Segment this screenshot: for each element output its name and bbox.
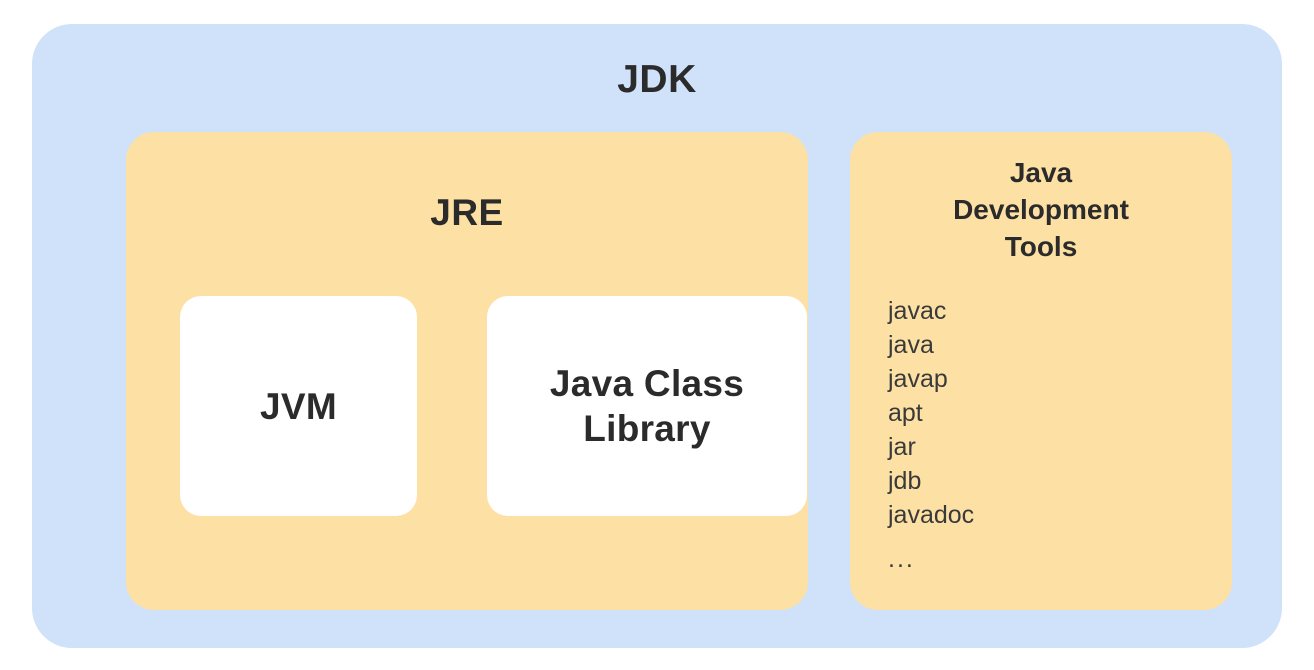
tools-list-item: apt [888, 399, 923, 427]
java-class-library-label: Java Class Library [542, 361, 752, 451]
jre-title: JRE [430, 192, 504, 233]
tools-list-item: java [888, 331, 934, 359]
java-class-library-box: Java Class Library [487, 296, 807, 516]
jdt-title-line-3: Tools [1004, 231, 1078, 262]
java-class-library-label-line-2: Library [583, 408, 711, 449]
jvm-box: JVM [180, 296, 417, 516]
java-development-tools-container: Java Development Tools javac java javap … [850, 132, 1232, 610]
jdk-title: JDK [617, 58, 697, 101]
tools-list-item: jdb [888, 467, 922, 495]
java-class-library-label-line-1: Java Class [549, 363, 745, 404]
jvm-label-line-1: JVM [260, 385, 337, 427]
tools-list-item: javac [888, 297, 947, 325]
tools-list-item: jar [888, 433, 916, 461]
jdk-container: JDK JRE JVM Java Class Library Java Deve… [32, 24, 1282, 648]
tools-list-item: javap [888, 365, 948, 393]
jdt-title-line-1: Java [1009, 157, 1073, 188]
tools-list-item-ellipsis: ... [888, 545, 915, 573]
java-development-tools-title: Java Development Tools [850, 154, 1232, 265]
tools-list-item: javadoc [888, 501, 975, 529]
tools-list: javac java javap apt jar jdb javadoc ... [888, 294, 974, 576]
jvm-label: JVM [252, 384, 345, 429]
jre-container: JRE JVM Java Class Library [126, 132, 808, 610]
jdt-title-line-2: Development [953, 194, 1129, 225]
